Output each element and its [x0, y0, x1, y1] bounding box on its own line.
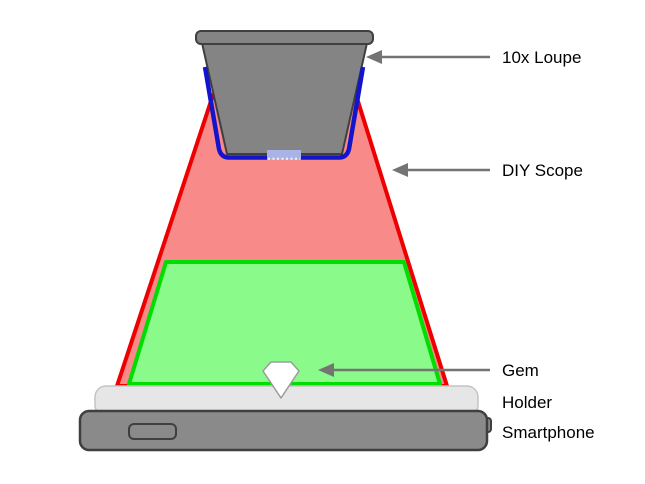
smartphone-body — [78, 409, 489, 452]
loupe-arrowhead-icon — [366, 50, 382, 64]
gem-arrowhead-icon — [318, 363, 334, 377]
loupe-rim — [195, 30, 374, 45]
holder-label: Holder — [502, 393, 552, 412]
smartphone-label: Smartphone — [502, 423, 595, 442]
loupe-lens — [267, 150, 301, 160]
home-button — [128, 423, 177, 440]
scope-arrowhead-icon — [392, 163, 408, 177]
loupe-body — [201, 42, 368, 155]
gem-shape — [262, 361, 300, 399]
gem-label: Gem — [502, 361, 539, 380]
illuminated-area — [127, 260, 442, 386]
loupe-label: 10x Loupe — [502, 48, 581, 67]
scope-label: DIY Scope — [502, 161, 583, 180]
